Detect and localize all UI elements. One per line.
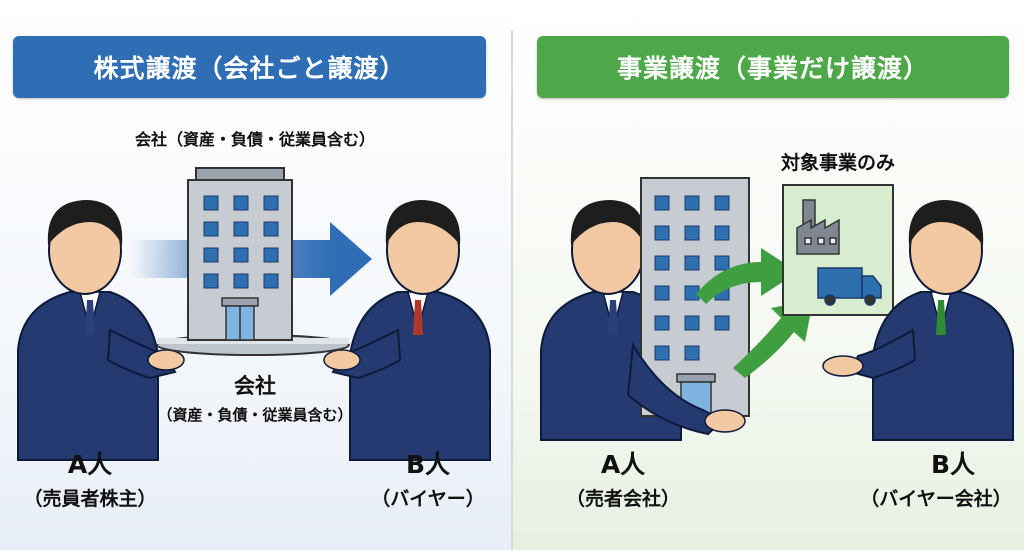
building-icon xyxy=(187,167,293,341)
target-business-caption: 対象事業のみ xyxy=(780,152,895,174)
person-a-role: （売者会社） xyxy=(565,488,680,510)
business-transfer-panel: 事業譲渡（事業だけ譲渡） xyxy=(513,0,1024,550)
share-transfer-illustration xyxy=(17,167,491,461)
person-b-role: （バイヤー） xyxy=(371,488,485,510)
person-b-figure xyxy=(323,200,491,461)
company-label: 会社 xyxy=(234,374,276,398)
person-b-name: B人 xyxy=(930,450,976,479)
company-caption-bottom: （資産・負債・従業員含む） xyxy=(157,406,353,424)
person-b-name: B人 xyxy=(405,450,451,479)
person-a-figure xyxy=(17,200,185,461)
person-a-hand xyxy=(704,409,746,433)
arrow-right-icon xyxy=(696,248,813,378)
person-b-role: （バイヤー会社） xyxy=(860,488,1012,510)
factory-icon xyxy=(796,199,840,255)
person-a-name: A人 xyxy=(600,450,646,479)
share-transfer-title: 株式譲渡（会社ごと譲渡） xyxy=(13,36,486,98)
share-transfer-panel: 株式譲渡（会社ごと譲渡） xyxy=(0,0,511,550)
person-b-figure xyxy=(822,200,1014,441)
person-a-role: （売員者株主） xyxy=(23,488,157,510)
business-transfer-title: 事業譲渡（事業だけ譲渡） xyxy=(537,36,1009,98)
company-caption-top: 会社（資産・負債・従業員含む） xyxy=(134,130,375,149)
business-transfer-illustration xyxy=(540,177,1014,441)
panel-divider xyxy=(511,30,513,550)
truck-icon xyxy=(817,267,882,306)
person-a-name: A人 xyxy=(67,450,113,479)
